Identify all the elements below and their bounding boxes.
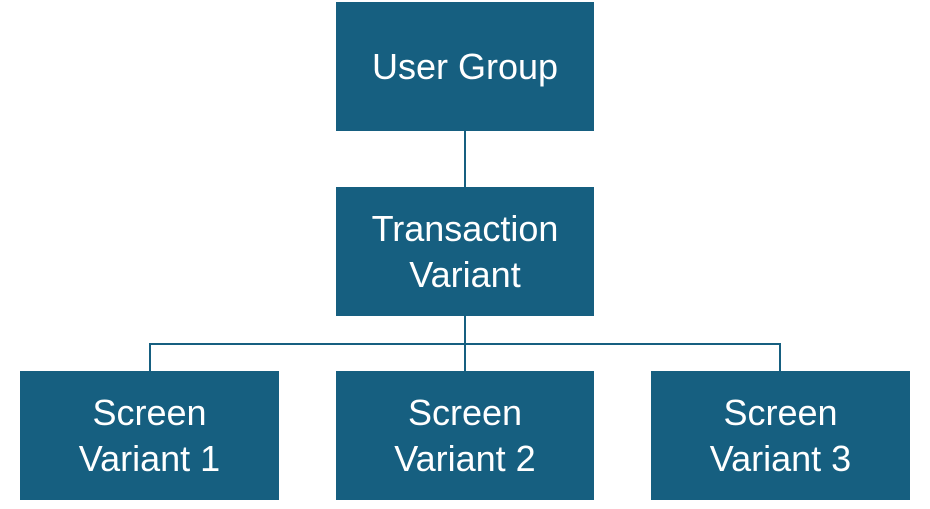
node-screen-variant-1-label-line1: Screen <box>92 391 207 433</box>
node-transaction-variant-label-line2: Variant <box>409 253 521 295</box>
node-screen-variant-2: Screen Variant 2 <box>336 371 594 500</box>
node-screen-variant-3-label-line1: Screen <box>723 391 838 433</box>
node-screen-variant-1: Screen Variant 1 <box>20 371 279 500</box>
node-screen-variant-1-label-line2: Variant 1 <box>78 437 221 479</box>
node-screen-variant-2-label-line1: Screen <box>407 391 523 433</box>
node-screen-variant-3-label-line2: Variant 3 <box>709 437 852 479</box>
node-transaction-variant: Transaction Variant <box>336 187 594 316</box>
node-user-group-label: User Group <box>371 45 559 87</box>
node-user-group: User Group <box>336 2 594 131</box>
node-transaction-variant-label-line1: Transaction <box>371 207 559 249</box>
node-screen-variant-3: Screen Variant 3 <box>651 371 910 500</box>
node-screen-variant-2-label-line2: Variant 2 <box>394 437 536 479</box>
